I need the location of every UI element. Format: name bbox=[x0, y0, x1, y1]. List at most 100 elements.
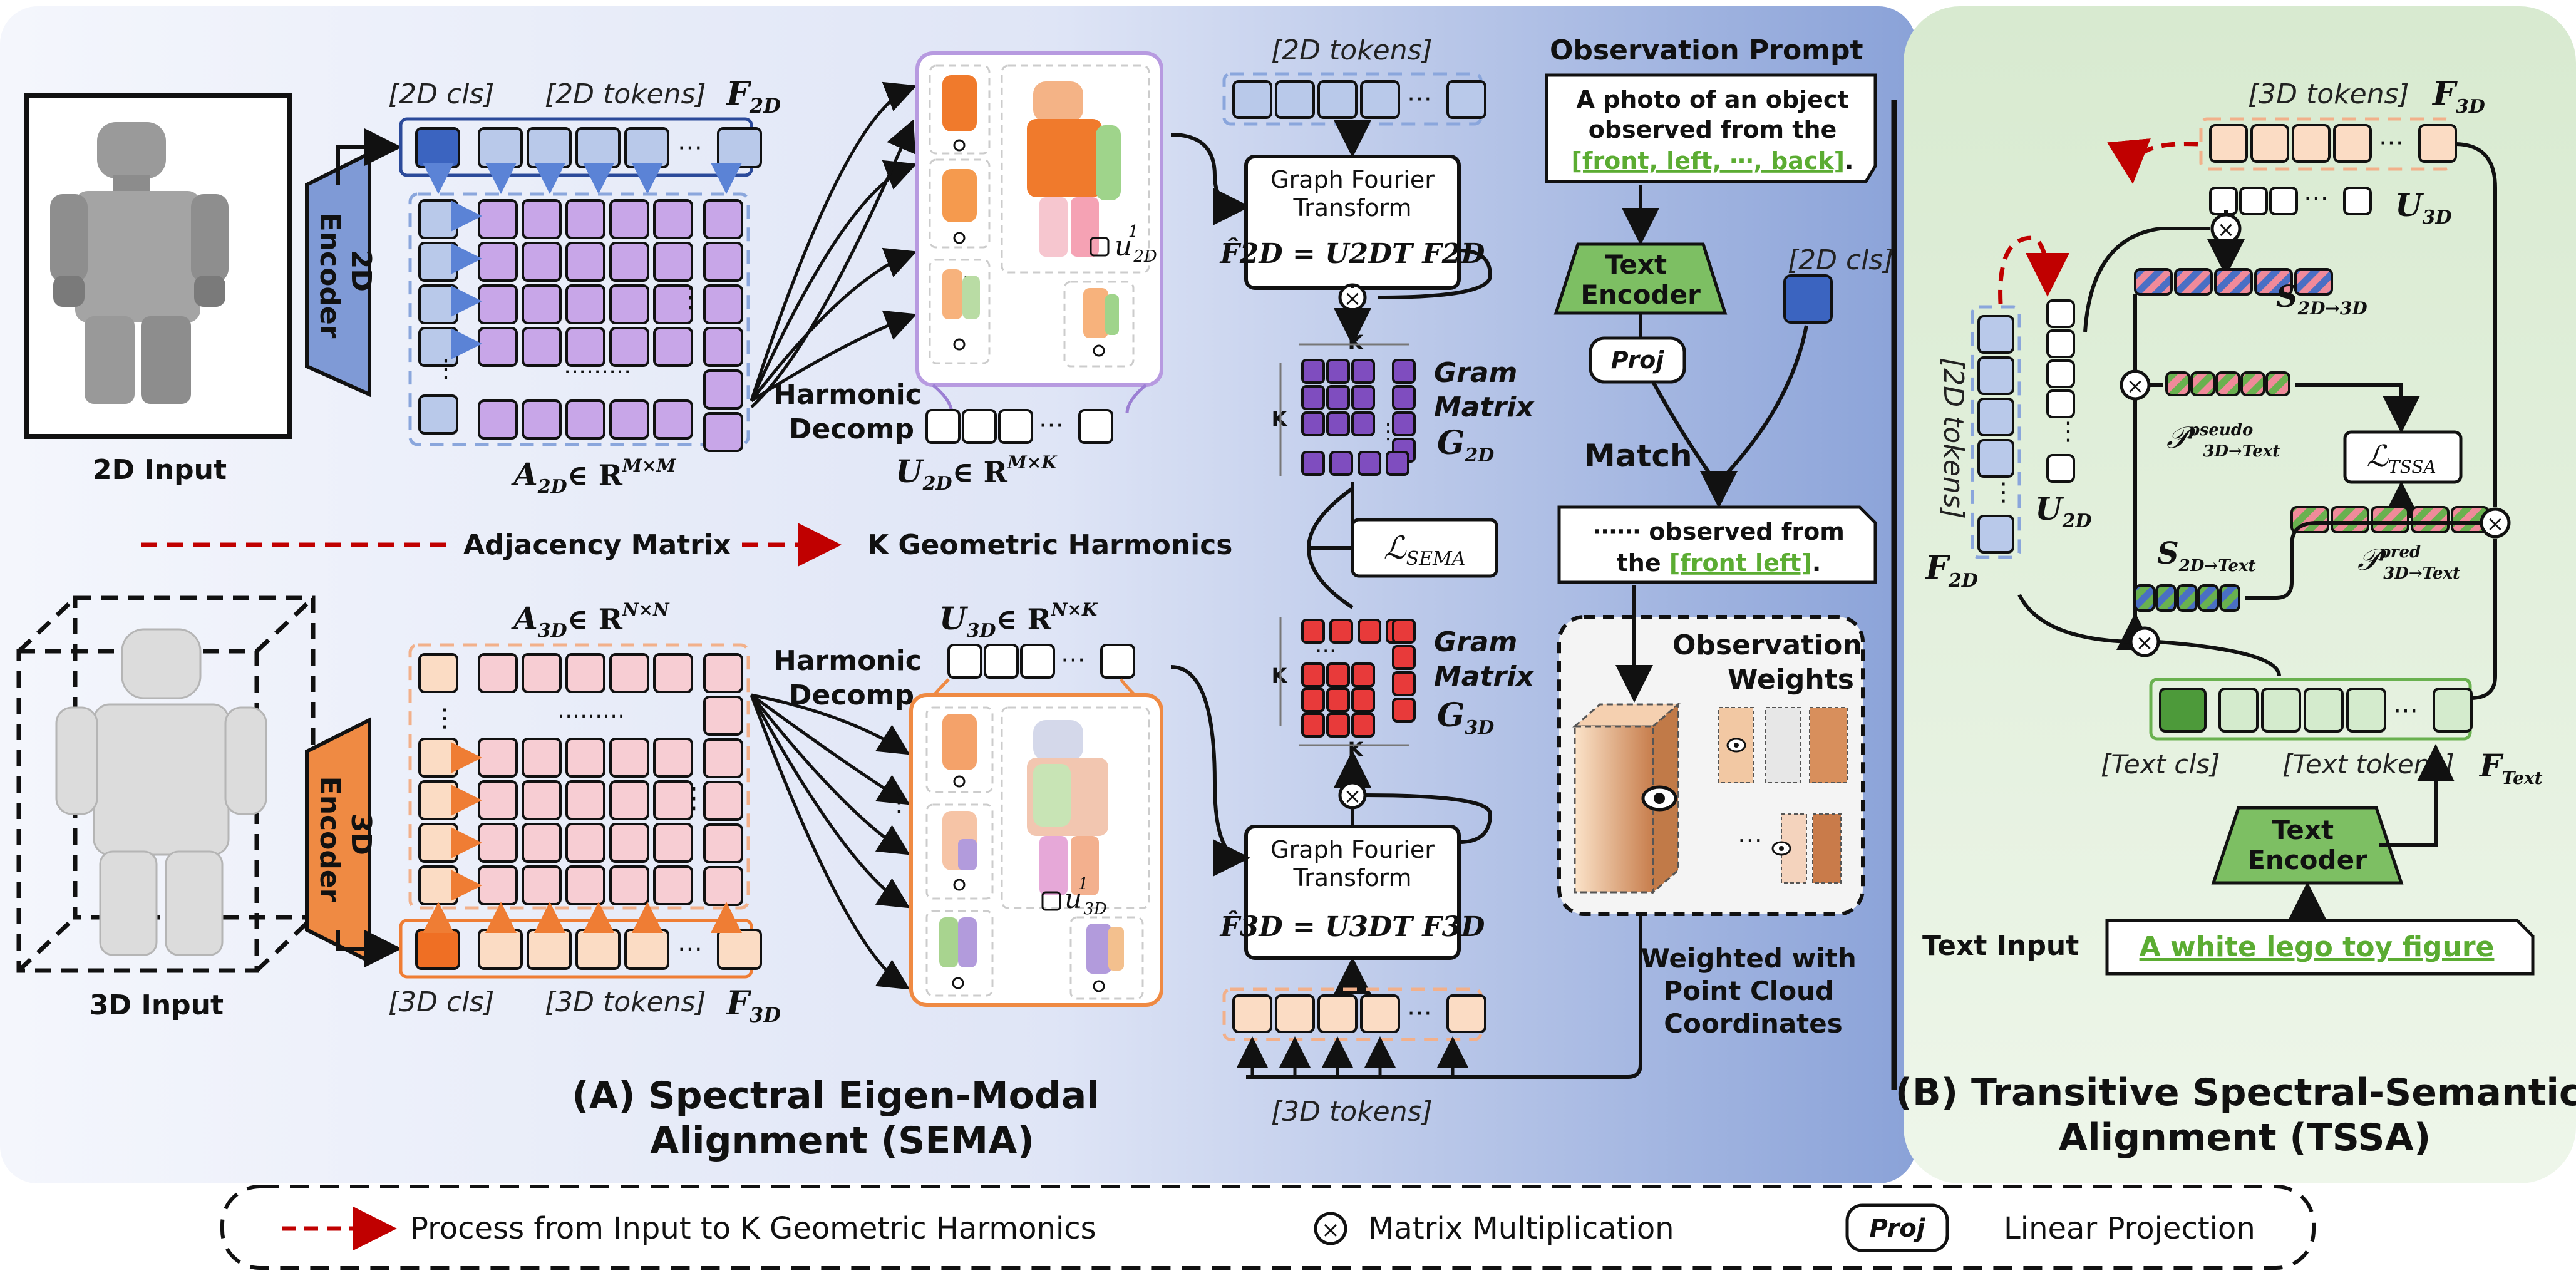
gram-3d-k-bottom: K bbox=[1348, 738, 1364, 761]
match-label: Match bbox=[1584, 438, 1692, 474]
encoder-2d-trapezoid bbox=[305, 150, 371, 398]
text-encoder-b-label: Text Encoder bbox=[2247, 815, 2367, 875]
gram-3d-cell-2-2 bbox=[1351, 713, 1375, 738]
tssa-f2d-to-bottom-matmul bbox=[2017, 594, 2130, 644]
cls-2d-label: [2D cls] bbox=[388, 78, 495, 110]
gft-2d-line2: Transform bbox=[1292, 194, 1411, 222]
tssa-tokens-3d-label: [3D tokens] bbox=[2248, 78, 2409, 110]
prompt-cls-2d-label: [2D cls] bbox=[1788, 244, 1894, 276]
matrix-3d-row-token-1 bbox=[418, 653, 458, 693]
matrix-3d-first-row-cell-3 bbox=[609, 653, 649, 693]
matrix-3d-row-token-4 bbox=[418, 823, 458, 863]
gft-2d-loop bbox=[1377, 249, 1493, 299]
matrix-3d-cell-2-1 bbox=[522, 823, 562, 863]
matrix-3d-inner-ellipsis: ⋮ bbox=[679, 781, 708, 815]
arrow-u2d-to-gft bbox=[1170, 133, 1250, 225]
s-2d-text-token-5 bbox=[2219, 584, 2240, 612]
observation-ellipsis: ⋯ bbox=[1738, 826, 1763, 855]
matrix-3d-col-ellipsis: ⋮ bbox=[432, 704, 457, 733]
token-2d-4 bbox=[624, 127, 669, 168]
encoder-2d-label: 2D Encoder bbox=[314, 213, 377, 339]
gram-3d-cell-2-1 bbox=[1326, 713, 1350, 738]
fan-bottom-3 bbox=[750, 694, 910, 855]
matrix-3d-row-ellipsis: ⋯⋯⋯ bbox=[557, 703, 625, 729]
legend-process-label: Process from Input to K Geometric Harmon… bbox=[410, 1211, 1096, 1246]
lego-figure-2d-image bbox=[50, 122, 229, 404]
tssa-token-2d-4 bbox=[1977, 439, 2014, 478]
gft-token-2d-1 bbox=[1232, 80, 1272, 119]
harmonic-2d-card-k bbox=[929, 259, 991, 364]
s-2d-3d-tokens bbox=[2134, 268, 2333, 296]
adjacency-matrix-3d: ⋮ ⋯⋯⋯ ⋮ bbox=[418, 653, 743, 906]
gram-2d-cell-2-1 bbox=[1326, 411, 1350, 436]
s-2d-text-symbol: S2D→Text bbox=[2157, 536, 2256, 575]
harmonic-3d-ellipsis: ⋮ bbox=[886, 786, 912, 817]
f3d-symbol: F3D bbox=[725, 984, 781, 1027]
u2d-token-2 bbox=[962, 409, 997, 444]
tssa-tokens-3d: ⋯ bbox=[2209, 124, 2457, 163]
legend-proj-box bbox=[1845, 1203, 1949, 1252]
matrix-2d-cell-0-3 bbox=[609, 199, 649, 239]
tssa-token-3d-3 bbox=[2292, 124, 2331, 163]
token-3d-last bbox=[717, 929, 762, 970]
tssa-u2d-token-2 bbox=[2046, 329, 2075, 358]
gft-2d-line1: Graph Fourier bbox=[1270, 166, 1435, 193]
matrix-2d-row-token-1 bbox=[418, 199, 458, 239]
observation-volume-small-set: ⋯ bbox=[1718, 707, 1848, 884]
matrix-2d-cell-2-4 bbox=[653, 284, 693, 324]
legend-linear-label: Linear Projection bbox=[2004, 1211, 2255, 1246]
harmonic-2d-card-1 bbox=[929, 64, 991, 155]
gram-3d-cell-0-0 bbox=[1301, 662, 1325, 688]
input-2d-group: 2D Input bbox=[24, 93, 292, 486]
s-2d-3d-token-2 bbox=[2174, 268, 2213, 296]
tssa-u3d-token-3 bbox=[2269, 187, 2298, 215]
gram-3d-top-cell-1 bbox=[1329, 619, 1353, 644]
matrix-2d-last-col-cell-4 bbox=[703, 369, 743, 410]
tssa-matmul-top-glyph: × bbox=[2217, 217, 2235, 242]
tssa-token-3d-2 bbox=[2250, 124, 2289, 163]
fan-bottom-2 bbox=[750, 693, 910, 805]
gft-3d-line2: Transform bbox=[1292, 864, 1411, 892]
text-token-1 bbox=[2218, 688, 2259, 733]
matched-line-2: the [front left]. bbox=[1617, 549, 1821, 577]
fan-top-2 bbox=[750, 160, 917, 402]
matrix-3d-cell-3-4 bbox=[653, 865, 693, 905]
u3d-symbol: U3D∈ RN×K bbox=[939, 599, 1098, 642]
tssa-tokens-2d-vertical: ⋮ bbox=[1977, 315, 2016, 554]
harmonic-fan-top bbox=[750, 81, 917, 408]
matrix-3d-cell-0-0 bbox=[478, 738, 518, 778]
tssa-u2d-symbol: U2D bbox=[2035, 490, 2092, 532]
observation-weights-label: Observation Weights bbox=[1672, 629, 1872, 696]
matrix-2d-last-row-cell-0 bbox=[478, 399, 518, 440]
gft-2d-box: Graph Fourier Transform F̂2D = U2DT F2D bbox=[1219, 155, 1485, 290]
text-token-3 bbox=[2304, 688, 2344, 733]
harmonic-2d-card-small bbox=[1063, 281, 1135, 368]
encoder-3d: 3D Encoder bbox=[305, 717, 377, 964]
matrix-2d-last-col-cell-0 bbox=[703, 199, 743, 239]
matrix-3d-last-col-cell-1 bbox=[703, 696, 743, 736]
matrix-3d-row-token-2 bbox=[418, 738, 458, 778]
gram-2d-bottom-cell-0 bbox=[1301, 451, 1325, 476]
u2d-token-1 bbox=[925, 409, 961, 444]
harmonic-3d-card-large bbox=[1001, 706, 1150, 909]
tokens-3d-input-arrows bbox=[1237, 1036, 1468, 1077]
tssa-token-3d-1 bbox=[2209, 124, 2248, 163]
observation-prompt-title: Observation Prompt bbox=[1550, 34, 1863, 66]
matrix-3d-row-token-3 bbox=[418, 780, 458, 820]
matrix-3d-first-row-cell-1 bbox=[522, 653, 562, 693]
p-pseudo-token-1 bbox=[2165, 371, 2190, 396]
tssa-token-2d-1 bbox=[1977, 315, 2014, 354]
matrix-3d-last-col-cell-2 bbox=[703, 738, 743, 778]
tssa-connector-right bbox=[2454, 142, 2497, 700]
token-3d-2 bbox=[527, 929, 572, 970]
matrix-2d-row-token-5 bbox=[418, 394, 458, 435]
gram-3d-cell-1-2 bbox=[1351, 688, 1375, 713]
tssa-token-3d-ellipsis: ⋯ bbox=[2379, 128, 2404, 157]
gram-3d-top-cell-2 bbox=[1358, 619, 1381, 644]
fan-top-4 bbox=[750, 310, 917, 403]
harmonic-3d-card-k bbox=[925, 910, 994, 997]
tssa-u2d-token-3 bbox=[2046, 359, 2075, 388]
input-3d-group: 3D Input bbox=[16, 595, 316, 1021]
